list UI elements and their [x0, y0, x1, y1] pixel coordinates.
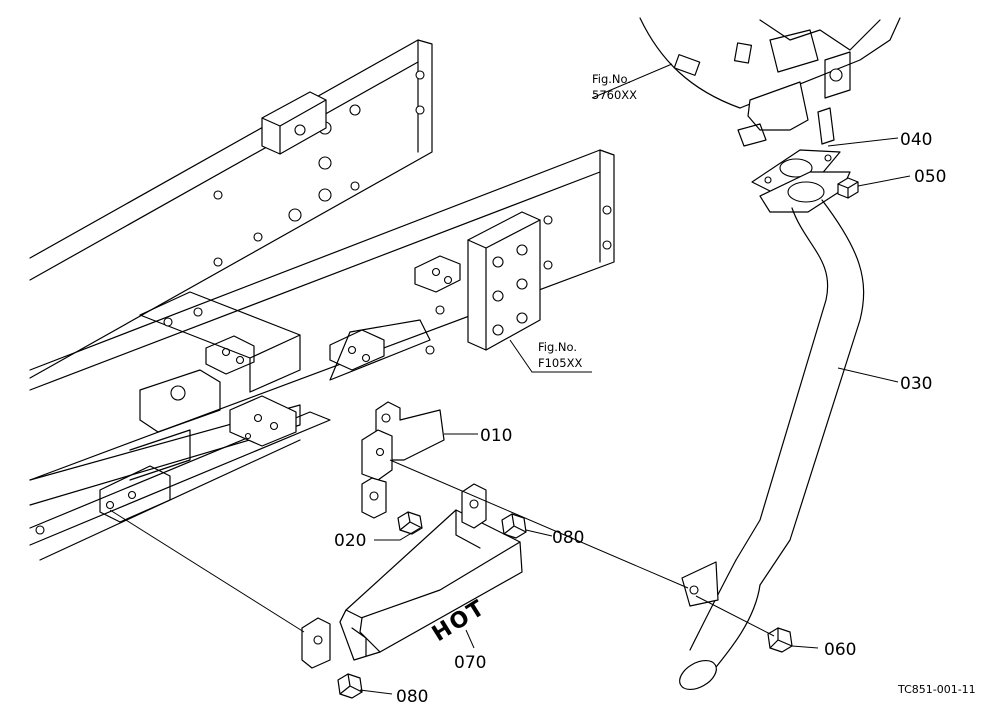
label-part-020: 020 [334, 531, 366, 551]
label-part-030: 030 [900, 374, 932, 394]
gasket-040 [751, 149, 841, 195]
bolt-020 [397, 511, 423, 535]
muffler-body [639, 17, 901, 147]
exhaust-pipe-030 [679, 171, 865, 691]
bolt-080-upper [501, 513, 527, 539]
label-part-010: 010 [480, 426, 512, 446]
drawing-code: TC851-001-11 [897, 683, 976, 696]
label-part-040: 040 [900, 130, 932, 150]
label-part-080-lower: 080 [396, 687, 428, 707]
leader-lines [109, 63, 911, 695]
label-part-070: 070 [454, 653, 486, 673]
part-labels: 010 020 030 040 050 060 070 080 080 [334, 130, 946, 707]
bolt-080-lower [337, 673, 363, 699]
muffler-ref-code: 5760XX [592, 88, 637, 102]
muffler-ref-title: Fig.No. [592, 72, 631, 86]
frame-ref-title: Fig.No. [538, 340, 577, 354]
figure-references: Fig.No. 5760XX Fig.No. F105XX [538, 72, 637, 370]
bolt-060 [767, 627, 793, 653]
heat-cover-070: HOT [301, 483, 523, 669]
label-part-060: 060 [824, 640, 856, 660]
chassis-frame [29, 39, 615, 561]
nut-050 [837, 177, 859, 199]
label-part-080-upper: 080 [552, 528, 584, 548]
bracket-010 [361, 401, 445, 519]
frame-ref-code: F105XX [538, 356, 582, 370]
label-part-050: 050 [914, 167, 946, 187]
